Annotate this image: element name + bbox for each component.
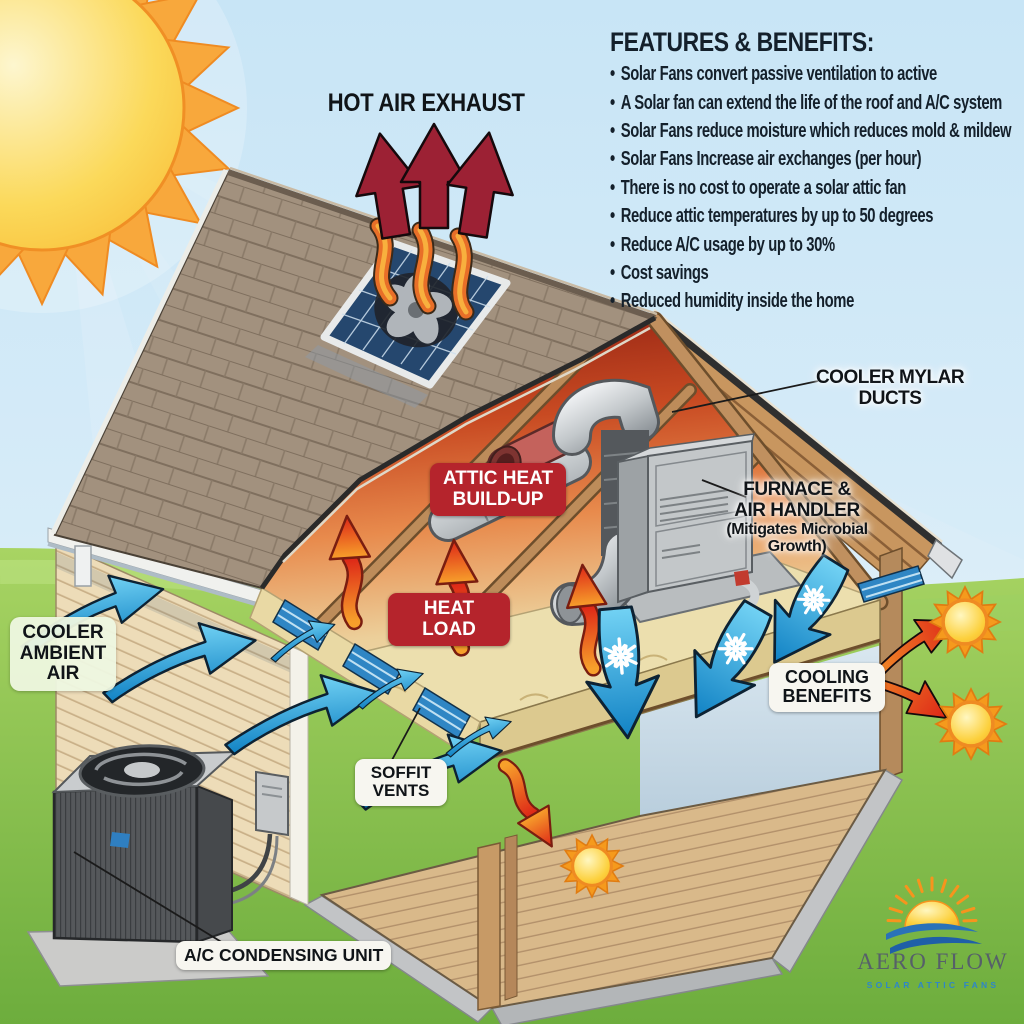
list-item: •Reduced humidity inside the home — [610, 291, 1024, 319]
hot-air-exhaust-title: HOT AIR EXHAUST — [327, 89, 525, 117]
logo-waves — [886, 923, 982, 954]
list-item: •Reduce attic temperatures by up to 50 d… — [610, 206, 1024, 234]
bullet-icon: • — [610, 119, 615, 142]
furnace — [617, 433, 760, 613]
label-line: BENEFITS — [782, 686, 872, 707]
label-line: DUCTS — [858, 387, 922, 409]
label-line: COOLING — [785, 667, 869, 687]
cooler-mylar-ducts-label: COOLER MYLAR DUCTS — [815, 367, 965, 409]
brand-badge — [110, 832, 130, 848]
bullet-icon: • — [610, 261, 615, 284]
feature-text: Cost savings — [620, 261, 709, 284]
hot-air-exhaust-arrows — [346, 122, 523, 321]
list-item: •Solar Fans reduce moisture which reduce… — [610, 119, 1024, 149]
bullet-icon: • — [610, 290, 615, 313]
right-gutter — [927, 538, 963, 580]
bullet-icon: • — [610, 205, 615, 228]
soffit-vent-strip — [272, 565, 925, 740]
ac-condensing-unit-label: A/C CONDENSING UNIT — [176, 941, 392, 970]
feature-text: A Solar fan can extend the life of the r… — [620, 91, 1003, 114]
list-item: •A Solar fan can extend the life of the … — [610, 91, 1024, 121]
list-item: •There is no cost to operate a solar att… — [610, 176, 1024, 206]
downspout — [74, 545, 92, 587]
sun-icon — [0, 0, 247, 313]
electrical-box — [255, 770, 289, 837]
corner-trim — [289, 645, 309, 906]
feature-text: Reduced humidity inside the home — [620, 290, 855, 313]
feature-text: Solar Fans convert passive ventilation t… — [620, 63, 938, 86]
cooler-ambient-air-label: COOLER AMBIENT AIR — [10, 617, 116, 691]
bullet-icon: • — [610, 233, 615, 256]
features-list: •Solar Fans convert passive ventilation … — [610, 64, 1024, 320]
feature-text: There is no cost to operate a solar atti… — [620, 176, 907, 199]
label-line: AIR HANDLER — [734, 499, 860, 521]
label-line: ATTIC HEAT — [442, 468, 554, 489]
feature-text: Solar Fans Increase air exchanges (per h… — [620, 148, 922, 171]
features-title: FEATURES & BENEFITS: — [610, 27, 874, 57]
label-line: FURNACE & — [743, 479, 851, 500]
soffit-vents-label: SOFFIT VENTS — [355, 759, 447, 806]
list-item: •Cost savings — [610, 261, 1024, 291]
label-line: BUILD-UP — [452, 488, 544, 510]
feature-text: Reduce attic temperatures by up to 50 de… — [620, 205, 934, 228]
bullet-icon: • — [610, 91, 615, 114]
attic-heat-buildup-label: ATTIC HEAT BUILD-UP — [430, 463, 566, 517]
cooling-benefits-label: COOLING BENEFITS — [769, 663, 885, 712]
bullet-icon: • — [610, 176, 615, 199]
roof-cut-edge — [259, 315, 657, 590]
label-line: SOFFIT — [370, 763, 432, 782]
bullet-icon: • — [610, 63, 615, 86]
label-line: COOLER MYLAR — [815, 367, 965, 388]
stud-post — [477, 842, 501, 1011]
label-line: VENTS — [372, 781, 430, 801]
furnace-air-handler-label: FURNACE & AIR HANDLER (Mitigates Microbi… — [718, 479, 876, 556]
list-item: •Solar Fans convert passive ventilation … — [610, 64, 1024, 92]
bullet-icon: • — [610, 148, 615, 171]
label-line: (Mitigates Microbial — [726, 521, 868, 539]
feature-text: Solar Fans reduce moisture which reduces… — [620, 119, 1012, 142]
stud-post — [504, 834, 518, 1001]
list-item: •Solar Fans Increase air exchanges (per … — [610, 149, 1024, 177]
label-line: AIR — [46, 663, 80, 685]
logo-name: AERO FLOW — [857, 949, 1009, 974]
heat-load-label: HEAT LOAD — [388, 593, 510, 647]
label-line: COOLER — [22, 622, 104, 643]
feature-text: Reduce A/C usage by up to 30% — [620, 233, 835, 256]
list-item: •Reduce A/C usage by up to 30% — [610, 233, 1024, 263]
leader-lines — [73, 380, 819, 947]
logo-sun-icon — [886, 876, 978, 929]
label-line: Growth) — [767, 538, 827, 556]
logo-tagline: SOLAR ATTIC FANS — [866, 980, 1000, 990]
features-benefits-panel: FEATURES & BENEFITS: •Solar Fans convert… — [610, 27, 1024, 320]
label-line: AMBIENT — [19, 642, 107, 664]
logo — [886, 876, 982, 954]
